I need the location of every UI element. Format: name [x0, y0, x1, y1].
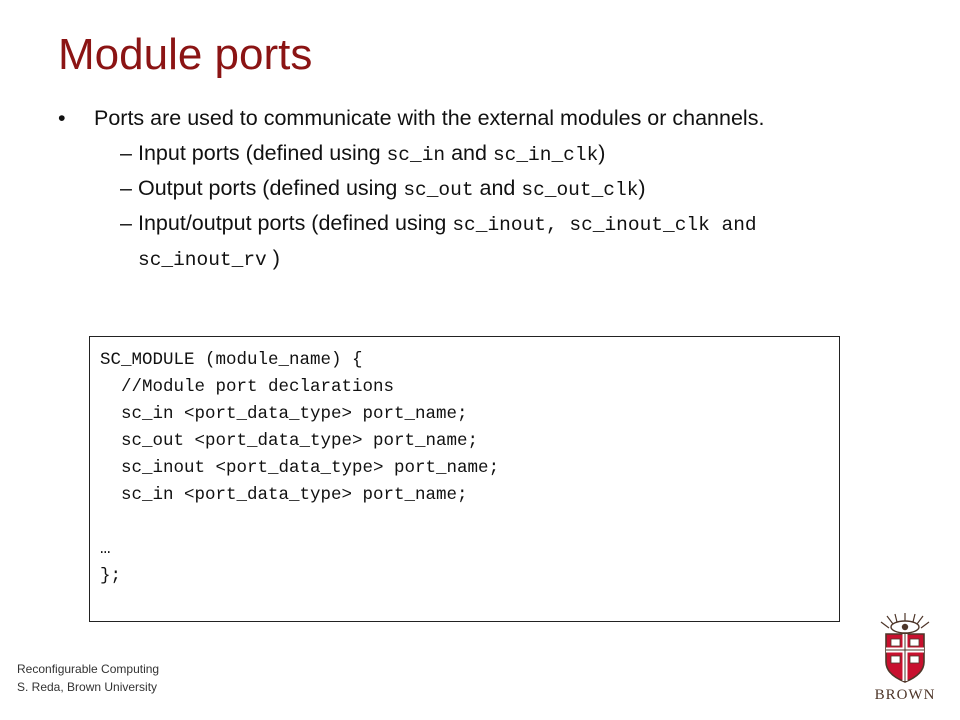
sub-bullet-input: – Input ports (defined using sc_in and s…	[58, 137, 858, 172]
sub-bullet-dash: –	[120, 211, 132, 235]
inline-code: sc_in_clk	[492, 144, 599, 166]
code-line	[100, 509, 829, 536]
bullet-dot: •	[58, 106, 66, 130]
code-line: SC_MODULE (module_name) {	[100, 350, 363, 370]
inline-code: sc_out_clk	[521, 179, 639, 201]
sub-bullet-text: Output ports (defined using	[138, 176, 404, 200]
slide-title: Module ports	[58, 30, 313, 79]
inline-code: sc_in	[386, 144, 446, 166]
footer-course: Reconfigurable Computing	[17, 662, 160, 676]
sub-bullet-inout: – Input/output ports (defined using sc_i…	[58, 207, 858, 277]
sub-bullet-text: )	[638, 176, 646, 200]
code-block: SC_MODULE (module_name) { //Module port …	[89, 336, 840, 622]
code-line: };	[100, 566, 122, 586]
bullet-item: • Ports are used to communicate with the…	[58, 102, 858, 135]
code-line: sc_in <port_data_type> port_name;	[100, 404, 468, 424]
sub-bullet-text: and	[473, 176, 522, 200]
code-line: …	[100, 539, 111, 559]
bullet-list: • Ports are used to communicate with the…	[58, 102, 858, 277]
code-line: sc_in <port_data_type> port_name;	[100, 485, 468, 505]
sub-bullet-text: )	[266, 246, 280, 270]
sub-bullet-text: Input ports (defined using	[138, 141, 387, 165]
footer: Reconfigurable Computing S. Reda, Brown …	[17, 660, 159, 696]
code-line: //Module port declarations	[100, 377, 395, 397]
sub-bullet-dash: –	[120, 176, 132, 200]
sub-bullet-text: )	[598, 141, 606, 165]
sub-bullet-text: Input/output ports (defined using	[138, 211, 453, 235]
sub-bullet-dash: –	[120, 141, 132, 165]
bullet-text: Ports are used to communicate with the e…	[94, 106, 765, 130]
logo-wordmark: BROWN	[875, 687, 936, 703]
inline-code: sc_inout, sc_inout_clk and sc_inout_rv	[138, 214, 757, 271]
brown-shield-icon: BROWN	[875, 613, 936, 703]
sub-bullet-output: – Output ports (defined using sc_out and…	[58, 172, 858, 207]
code-line: sc_out <port_data_type> port_name;	[100, 431, 479, 451]
sub-bullet-text: and	[445, 141, 493, 165]
code-line: sc_inout <port_data_type> port_name;	[100, 458, 500, 478]
inline-code: sc_out	[403, 179, 474, 201]
footer-author: S. Reda, Brown University	[17, 680, 158, 694]
brown-university-logo: BROWN	[865, 612, 945, 706]
